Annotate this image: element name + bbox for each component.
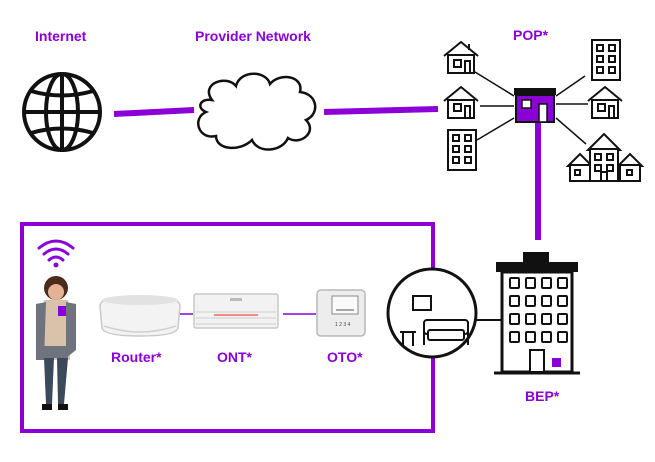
oto-device: 1 2 3 4 <box>316 289 366 337</box>
ont-device <box>193 293 279 329</box>
pop-building-icon <box>514 88 556 123</box>
oto-digits: 1 2 3 4 <box>335 322 351 328</box>
house-icon <box>443 40 479 74</box>
bep-label: BEP* <box>525 388 560 404</box>
house-icon <box>443 85 479 119</box>
cloud-icon <box>197 72 317 151</box>
oto-label: OTO* <box>327 349 363 365</box>
router-device <box>99 295 181 337</box>
person-icon <box>36 276 76 410</box>
pop-spokes <box>474 71 588 145</box>
pop-label: POP* <box>513 27 549 43</box>
house-icon <box>587 85 623 119</box>
premises-frame <box>20 222 435 433</box>
provider-to-pop-link <box>323 106 439 115</box>
globe-icon <box>22 72 102 152</box>
houses-cluster-icon <box>565 132 645 182</box>
apartment-building-icon <box>447 129 477 171</box>
internet-label: Internet <box>35 28 87 44</box>
backbone-connectors <box>113 106 541 240</box>
internet-to-provider-link <box>113 107 195 117</box>
ont-label: ONT* <box>217 349 252 365</box>
apartment-building-icon <box>591 39 621 81</box>
wifi-icon <box>37 239 75 268</box>
router-label: Router* <box>111 349 162 365</box>
provider-network-label: Provider Network <box>195 28 311 44</box>
bep-building-icon <box>494 252 580 375</box>
living-room-icon <box>386 267 478 359</box>
